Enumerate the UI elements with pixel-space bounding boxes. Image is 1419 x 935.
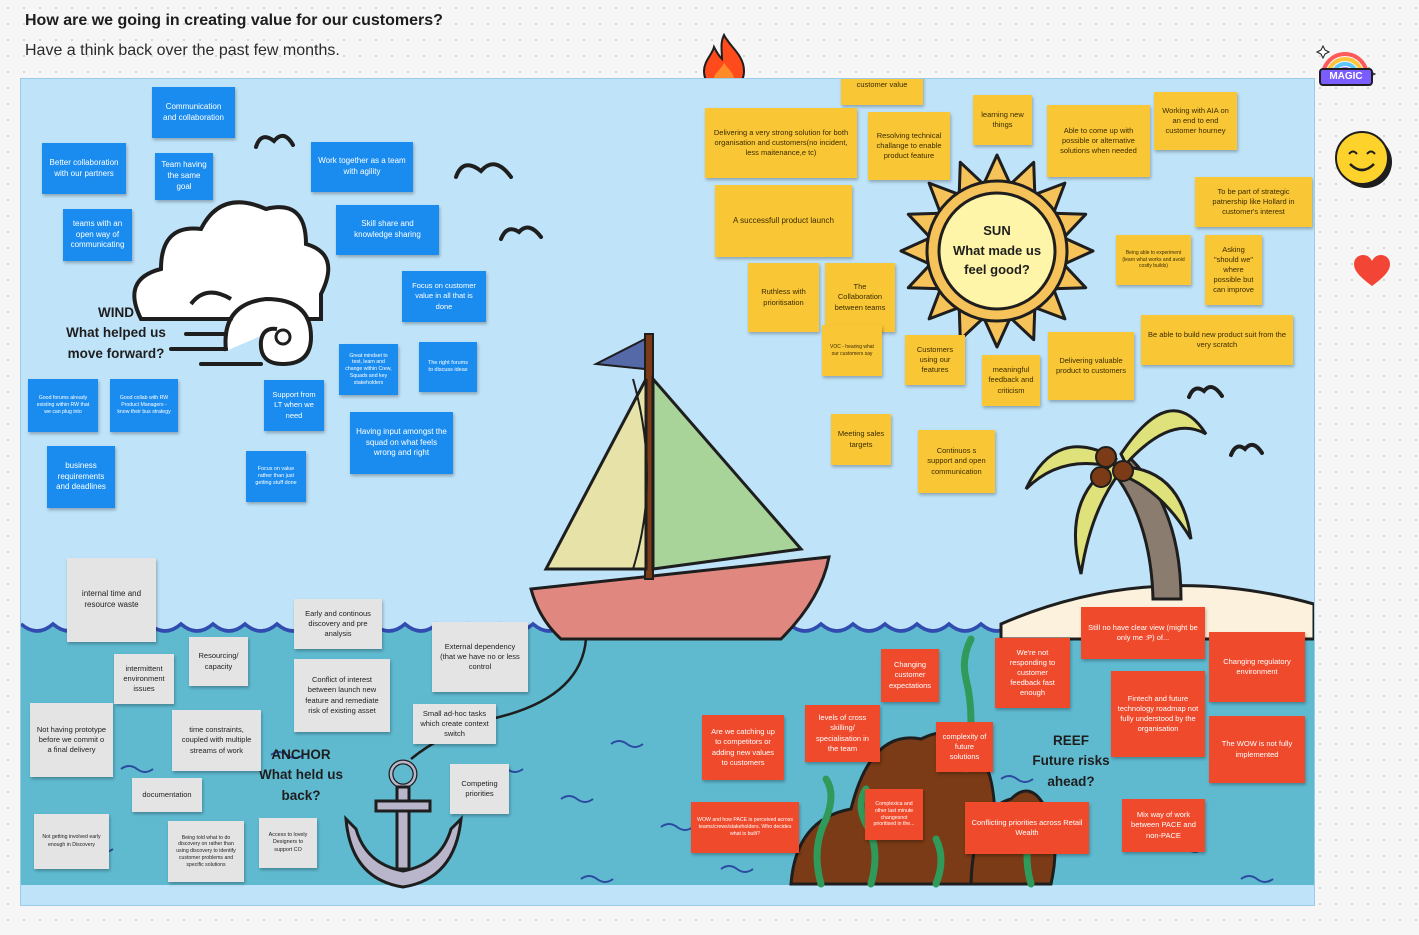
sticky-note-red[interactable]: Mix way of work between PACE and non-PAC… [1122, 799, 1205, 852]
sticky-note-red[interactable]: Are we catching up to competitors or add… [702, 715, 784, 780]
heart-icon[interactable] [1352, 253, 1392, 289]
sticky-note-red[interactable]: WOW and how PACE is perceived across tea… [691, 802, 799, 853]
sticky-note-yellow[interactable]: VOC - hearing what our customers say [822, 325, 882, 376]
sticky-note-blue[interactable]: Good forums already existing within RW t… [28, 379, 98, 432]
sticky-note-grey[interactable]: Resourcing/ capacity [189, 637, 248, 686]
sticky-note-grey[interactable]: Competing priorities [450, 764, 509, 814]
sticky-note-blue[interactable]: Work together as a team with agility [311, 142, 413, 192]
page-title: How are we going in creating value for o… [25, 12, 443, 29]
sticky-note-yellow[interactable]: Customers using our features [905, 335, 965, 385]
sticky-note-yellow[interactable]: meaningful feedback and criticism [982, 355, 1040, 406]
sticky-note-grey[interactable]: documentation [132, 778, 202, 812]
sun-heading: SUN What made us feel good? [952, 223, 1042, 277]
sticky-note-blue[interactable]: Support from LT when we need [264, 380, 324, 431]
smiley-icon[interactable] [1333, 130, 1395, 190]
sticky-note-blue[interactable]: Focus on customer value in all that is d… [402, 271, 486, 322]
bird-icon [254, 133, 295, 149]
sticky-note-grey[interactable]: Early and continous discovery and pre an… [294, 599, 382, 649]
sticky-note-yellow[interactable]: A successfull product launch [715, 185, 852, 257]
sticky-note-yellow[interactable]: Be able to build new product suit from t… [1141, 315, 1293, 365]
sticky-note-grey[interactable]: Not getting involved early enough in Dis… [34, 814, 109, 869]
sticky-note-blue[interactable]: Better collaboration with our partners [42, 143, 126, 194]
sticky-note-yellow[interactable]: Ruthless with prioritisation [748, 263, 819, 332]
sticky-note-grey[interactable]: Access to lovely Designers to support CO [259, 818, 317, 868]
sticky-note-grey[interactable]: Not having prototype before we commit o … [30, 703, 113, 777]
magic-label: MAGIC [1319, 68, 1373, 86]
sticky-note-yellow[interactable]: Being able to deliver customer value [841, 79, 923, 105]
bird-icon [499, 225, 543, 241]
reef-heading: REEF Future risks ahead? [1032, 733, 1110, 789]
sticky-note-red[interactable]: Complexica and other last minute changes… [865, 789, 923, 840]
sailboat-icon [529, 333, 831, 641]
sticky-note-blue[interactable]: Having input amongst the squad on what f… [350, 412, 453, 474]
sticky-note-blue[interactable]: Good collab with RW Product Managers - k… [110, 379, 178, 432]
bird-icon [1187, 385, 1224, 399]
sticky-note-red[interactable]: levels of cross skilling/ specialisation… [805, 705, 880, 762]
sticky-note-yellow[interactable]: To be part of strategic patnership like … [1195, 177, 1312, 227]
sticky-note-red[interactable]: Still no have clear view (might be only … [1081, 607, 1205, 659]
sticky-note-yellow[interactable]: Able to come up with possible or alterna… [1047, 105, 1150, 177]
sticky-note-yellow[interactable]: learning new things [973, 95, 1032, 145]
sticky-note-blue[interactable]: Skill share and knowledge sharing [336, 205, 439, 255]
sticky-note-yellow[interactable]: The Collaboration between teams [825, 263, 895, 332]
sticky-note-yellow[interactable]: Resolving technical challange to enable … [868, 112, 950, 180]
sticky-note-grey[interactable]: internal time and resource waste [67, 558, 156, 642]
magic-rainbow-icon[interactable]: MAGIC [1315, 42, 1377, 88]
sticky-note-blue[interactable]: Communication and collaboration [152, 87, 235, 138]
sticky-note-red[interactable]: Changing regulatory environment [1209, 632, 1305, 702]
sticky-note-yellow[interactable]: Meeting sales targets [831, 414, 891, 465]
sticky-note-blue[interactable]: Great mindset to test, learn and change … [339, 344, 398, 395]
anchor-heading: ANCHOR What held us back? [259, 747, 343, 803]
sticky-note-red[interactable]: complexity of future solutions [936, 722, 993, 772]
sticky-note-yellow[interactable]: Working with AIA on an end to end custom… [1154, 92, 1237, 150]
sticky-note-yellow[interactable]: Asking "should we" where possible but ca… [1205, 235, 1262, 305]
sticky-note-grey[interactable]: intermittent environment issues [114, 654, 174, 704]
palm-tree-icon [1024, 409, 1208, 601]
wind-icon [169, 290, 314, 367]
anchor-icon [344, 759, 463, 889]
sticky-note-blue[interactable]: Focus on value rather than just getting … [246, 451, 306, 502]
sticky-note-red[interactable]: We're not responding to customer feedbac… [995, 638, 1070, 708]
sticky-note-grey[interactable]: Small ad-hoc tasks which create context … [413, 704, 496, 744]
sticky-note-blue[interactable]: Team having the same goal [155, 153, 213, 200]
sticky-note-yellow[interactable]: Delivering a very strong solution for bo… [705, 108, 857, 178]
sticky-note-red[interactable]: Conflicting priorities across Retail Wea… [965, 802, 1089, 854]
sticky-note-blue[interactable]: teams with an open way of communicating [63, 209, 132, 261]
retro-board: WIND What helped us move forward? SUN Wh… [20, 78, 1315, 906]
sun-icon [899, 153, 1095, 349]
sticky-note-grey[interactable]: time constraints, coupled with multiple … [172, 710, 261, 771]
sticky-note-yellow[interactable]: Delivering valuable product to customers [1048, 332, 1134, 400]
bird-icon [454, 162, 513, 179]
sticky-note-grey[interactable]: Being told what to do discovery on rathe… [168, 821, 244, 882]
bird-icon [1229, 442, 1264, 457]
sticky-note-yellow[interactable]: Continuos s support and open communicati… [918, 430, 995, 493]
sticky-note-red[interactable]: The WOW is not fully implemented [1209, 716, 1305, 783]
sticky-note-grey[interactable]: External dependency (that we have no or … [432, 622, 528, 692]
cloud-icon [132, 200, 331, 321]
wind-heading: WIND What helped us move forward? [66, 305, 166, 361]
sticky-note-red[interactable]: Fintech and future technology roadmap no… [1111, 671, 1205, 757]
sticky-note-yellow[interactable]: Being able to experiment (learn what wor… [1116, 235, 1191, 285]
sticky-note-blue[interactable]: business requirements and deadlines [47, 446, 115, 508]
sticky-note-blue[interactable]: The right forums to discuss ideas [419, 342, 477, 392]
sticky-note-red[interactable]: Changing customer expectations [881, 649, 939, 702]
sticky-note-grey[interactable]: Conflict of interest between launch new … [294, 659, 390, 732]
page-subtitle: Have a think back over the past few mont… [25, 42, 340, 59]
